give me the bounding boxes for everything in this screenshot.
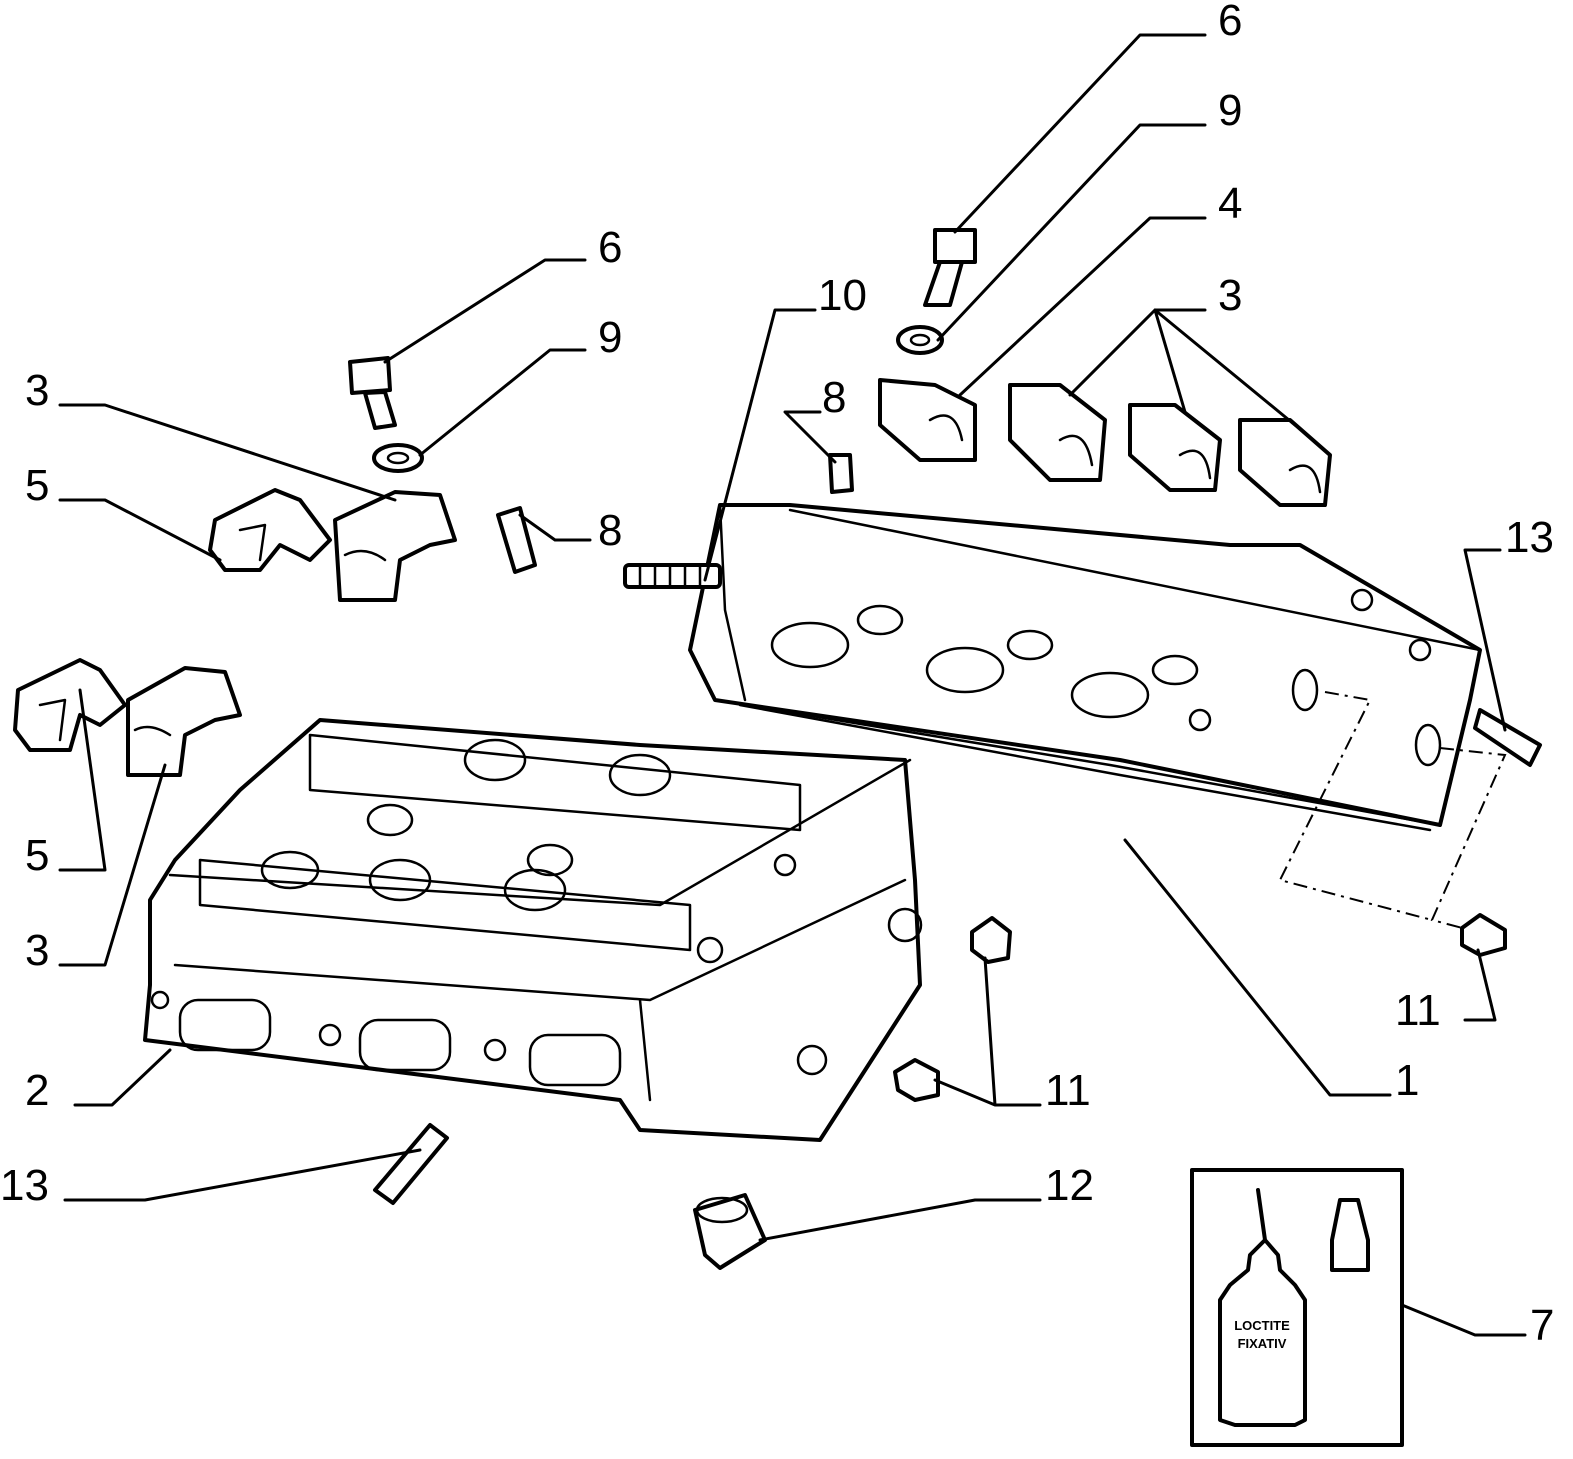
- label-11-right: 11: [1395, 986, 1441, 1035]
- cylinder-head-right: [688, 503, 1507, 931]
- bearing-cap-5-upper: [208, 488, 332, 572]
- camshaft-bores: [260, 738, 672, 912]
- label-12: 12: [1045, 1161, 1094, 1210]
- bearing-cap-4: [878, 378, 977, 462]
- plug-11-mid-lower: [893, 1058, 940, 1102]
- washer-9-left: [372, 443, 424, 473]
- washer-9-right: [896, 325, 944, 355]
- bearing-cap-5-lower: [13, 658, 127, 752]
- label-1: 1: [1395, 1056, 1419, 1105]
- bush-12: [693, 1193, 767, 1270]
- label-8-upper: 8: [822, 373, 846, 422]
- label-13-left: 13: [0, 1161, 49, 1210]
- label-3-lower: 3: [25, 926, 49, 975]
- stud-13-right: [1473, 708, 1542, 767]
- label-13-right: 13: [1505, 513, 1554, 562]
- bearing-cap-3-right-a: [1008, 383, 1107, 482]
- leader-lines: [58, 33, 1527, 1337]
- bearing-cap-3-lower: [126, 666, 242, 777]
- label-4: 4: [1218, 179, 1242, 228]
- label-6-right: 6: [1218, 0, 1242, 45]
- exhaust-ports: [150, 990, 622, 1087]
- dowel-8b: [496, 506, 537, 574]
- kit-bottle-text-1: LOCTITE: [1234, 1318, 1290, 1333]
- plug-11-right: [1460, 913, 1507, 957]
- label-3-upper: 3: [25, 366, 49, 415]
- stud-13-left: [373, 1123, 449, 1205]
- cylinder-head-left: [143, 718, 923, 1142]
- label-8-lower: 8: [598, 506, 622, 555]
- valve-seats: [770, 604, 1199, 719]
- bolt-6-left: [348, 356, 397, 430]
- bearing-cap-3-upper: [333, 490, 457, 602]
- dowel-8a: [828, 453, 854, 494]
- label-10: 10: [818, 271, 867, 320]
- stud-10: [623, 563, 722, 589]
- label-11-mid: 11: [1045, 1066, 1091, 1115]
- label-6-left: 6: [598, 223, 622, 272]
- plug-11-mid-upper: [970, 916, 1012, 964]
- kit-bottle-text-2: FIXATIV: [1238, 1336, 1287, 1351]
- label-2: 2: [25, 1066, 49, 1115]
- bolt-6-right: [923, 228, 977, 307]
- part-labels: 6 9 4 3 10 8 6 9 3 5 8 13 5 3 2 13 11 11…: [0, 0, 1554, 1350]
- label-9-right: 9: [1218, 86, 1242, 135]
- kit-7-box: LOCTITE FIXATIV: [1190, 1168, 1404, 1447]
- label-7: 7: [1530, 1301, 1554, 1350]
- label-9-left: 9: [598, 313, 622, 362]
- label-5-upper: 5: [25, 461, 49, 510]
- label-3-right: 3: [1218, 271, 1242, 320]
- bearing-cap-3-right-c: [1238, 418, 1332, 507]
- bearing-cap-3-right-b: [1128, 403, 1222, 492]
- label-5-lower: 5: [25, 831, 49, 880]
